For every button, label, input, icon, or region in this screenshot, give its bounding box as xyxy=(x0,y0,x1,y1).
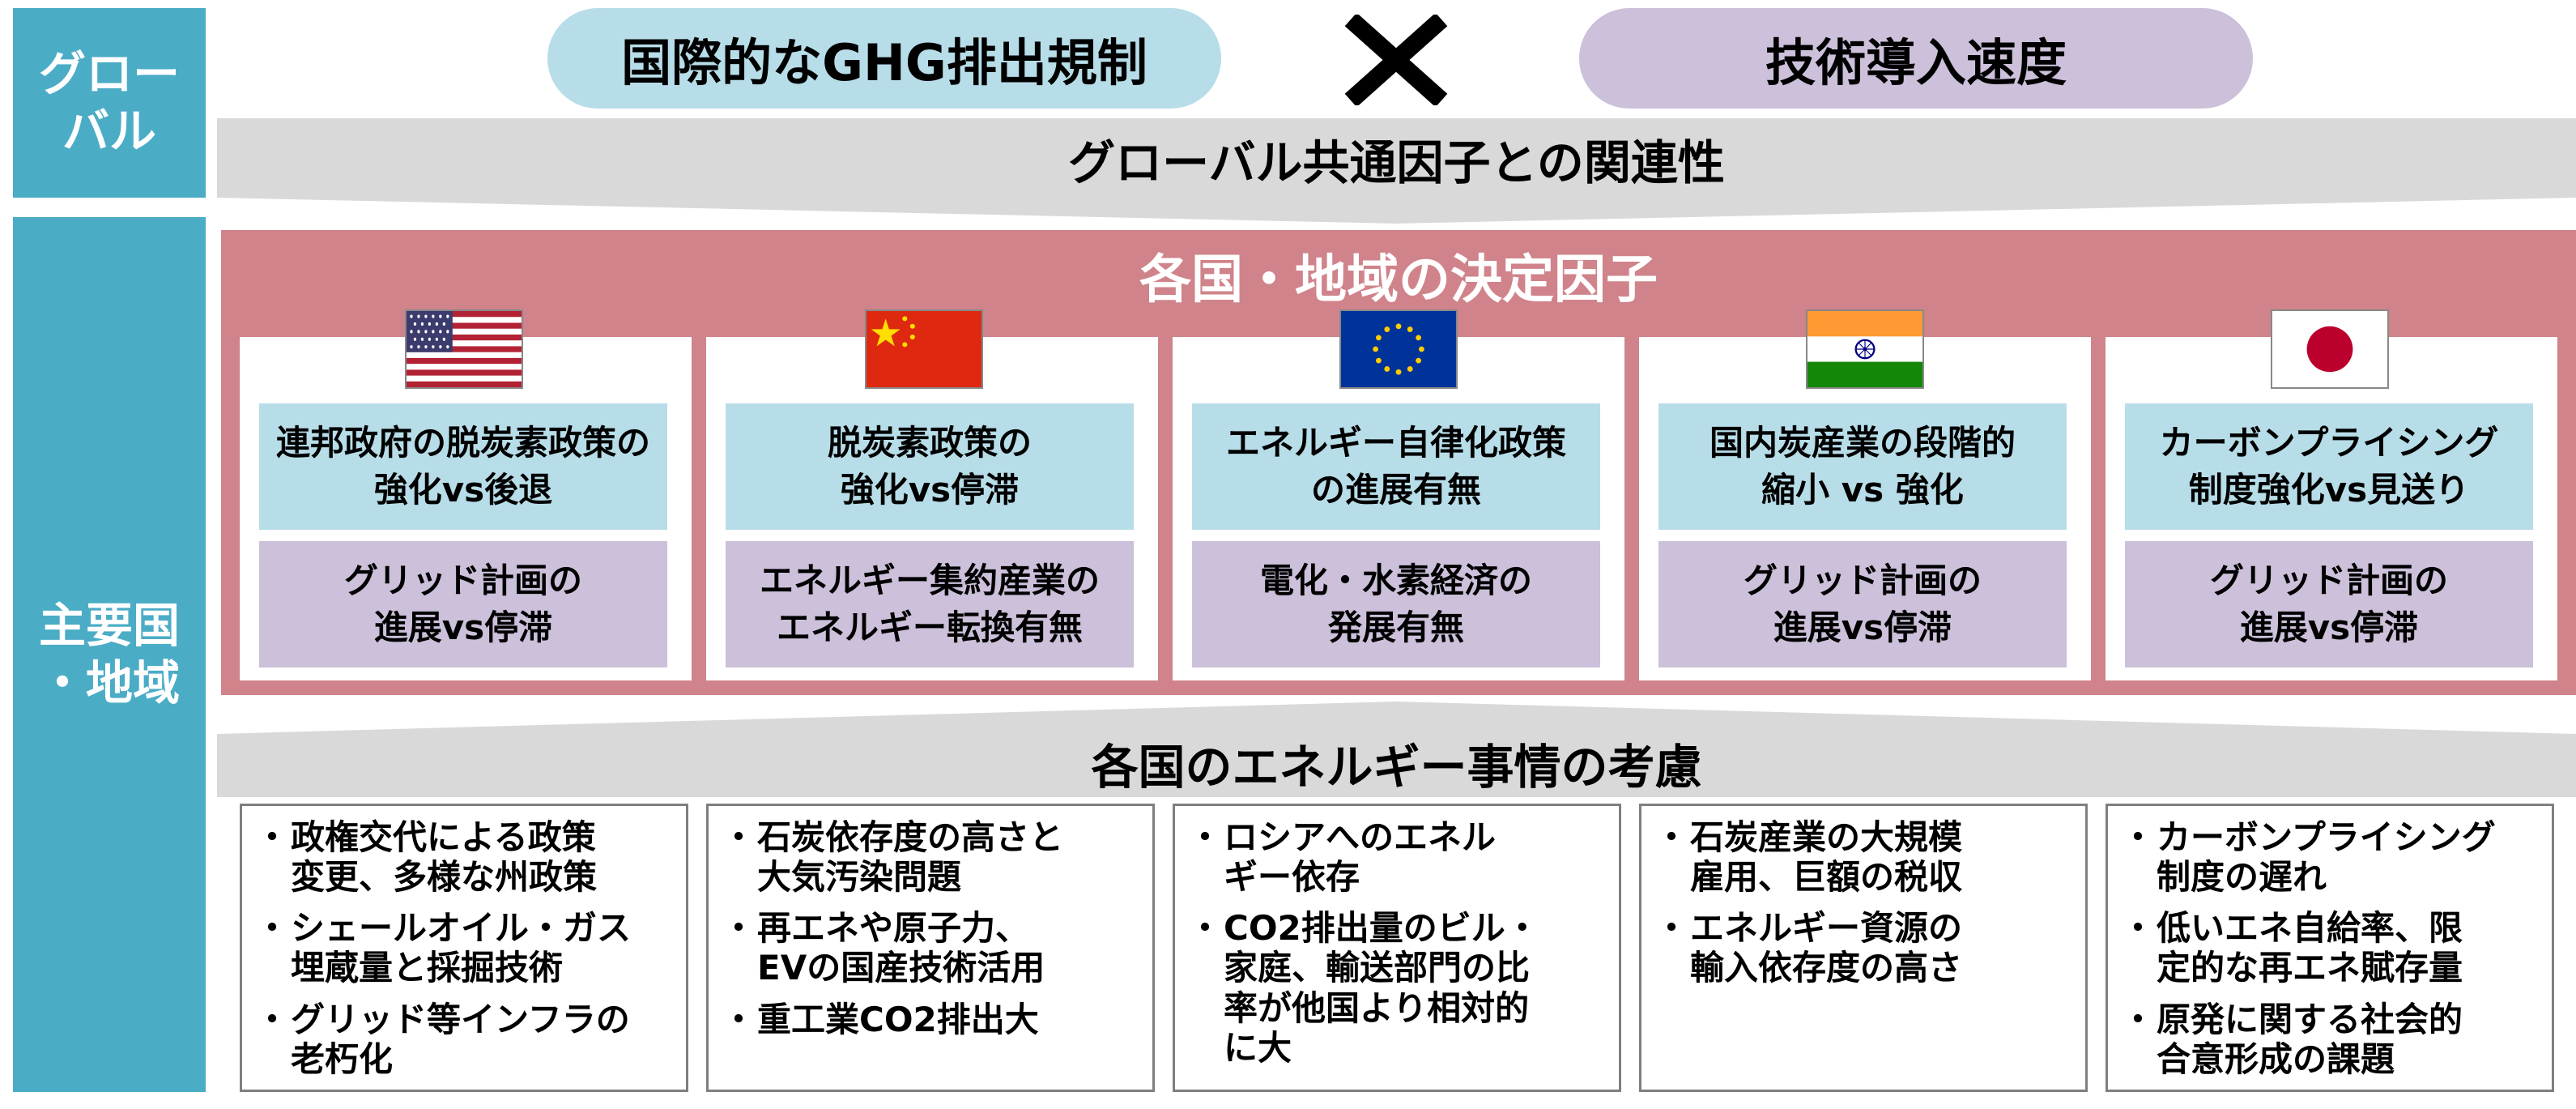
list-item: エネルギー資源の 輸入依存度の高さ xyxy=(1654,908,2074,987)
energy-notes-india: 石炭産業の大規模 雇用、巨額の税収 エネルギー資源の 輸入依存度の高さ xyxy=(1639,804,2088,1092)
china-flag-icon xyxy=(865,309,983,389)
list-item: 原発に関する社会的 合意形成の課題 xyxy=(2121,1000,2540,1079)
ghg-regulation-pill: 国際的なGHG排出規制 xyxy=(547,8,1221,109)
list-item: 再エネや原子力、 EVの国産技術活用 xyxy=(722,908,1141,987)
energy-notes-us: 政権交代による政策 変更、多様な州政策 シェールオイル・ガス 埋蔵量と採掘技術 … xyxy=(240,804,688,1092)
policy-factor-box: 脱炭素政策の 強化vs停滞 xyxy=(726,403,1134,530)
region-determinants-title: 各国・地域の決定因子 xyxy=(1139,250,1658,310)
infra-factor-box: グリッド計画の 進展vs停滞 xyxy=(1658,541,2067,668)
list-item: シェールオイル・ガス 埋蔵量と採掘技術 xyxy=(255,908,675,987)
list-item: 石炭産業の大規模 雇用、巨額の税収 xyxy=(1654,817,2074,897)
tech-adoption-pill: 技術導入速度 xyxy=(1579,8,2253,109)
policy-factor-box: カーボンプライシング 制度強化vs見送り xyxy=(2125,403,2533,530)
list-item: グリッド等インフラの 老朽化 xyxy=(255,1000,675,1079)
list-item: 低いエネ自給率、限 定的な再エネ賦存量 xyxy=(2121,908,2540,987)
policy-factor-box: エネルギー自律化政策 の進展有無 xyxy=(1192,403,1600,530)
japan-flag-icon xyxy=(2271,309,2389,389)
energy-context-chevron xyxy=(217,702,2576,797)
infra-factor-box: 電化・水素経済の 発展有無 xyxy=(1192,541,1600,668)
global-side-label: グロー バル xyxy=(13,8,206,198)
policy-factor-box: 国内炭産業の段階的 縮小 vs 強化 xyxy=(1658,403,2067,530)
global-relation-chevron xyxy=(217,118,2576,224)
cross-icon xyxy=(1344,12,1448,108)
list-item: CO2排出量のビル・ 家庭、輸送部門の比 率が他国より相対的 に大 xyxy=(1188,908,1607,1068)
list-item: 石炭依存度の高さと 大気汚染問題 xyxy=(722,817,1141,897)
energy-notes-china: 石炭依存度の高さと 大気汚染問題 再エネや原子力、 EVの国産技術活用 重工業C… xyxy=(706,804,1155,1092)
list-item: 政権交代による政策 変更、多様な州政策 xyxy=(255,817,675,897)
eu-flag-icon xyxy=(1339,309,1458,389)
us-flag-icon xyxy=(405,309,523,389)
infra-factor-box: エネルギー集約産業の エネルギー転換有無 xyxy=(726,541,1134,668)
energy-notes-eu: ロシアへのエネル ギー依存 CO2排出量のビル・ 家庭、輸送部門の比 率が他国よ… xyxy=(1173,804,1621,1092)
list-item: 重工業CO2排出大 xyxy=(722,1000,1141,1039)
infra-factor-box: グリッド計画の 進展vs停滞 xyxy=(2125,541,2533,668)
infra-factor-box: グリッド計画の 進展vs停滞 xyxy=(259,541,667,668)
list-item: カーボンプライシング 制度の遅れ xyxy=(2121,817,2540,897)
policy-factor-box: 連邦政府の脱炭素政策の 強化vs後退 xyxy=(259,403,667,530)
regional-side-label: 主要国 ・地域 xyxy=(13,217,206,1092)
india-flag-icon xyxy=(1806,309,1924,389)
energy-context-title: 各国のエネルギー事情の考慮 xyxy=(1091,740,1702,795)
list-item: ロシアへのエネル ギー依存 xyxy=(1188,817,1607,897)
energy-notes-japan: カーボンプライシング 制度の遅れ 低いエネ自給率、限 定的な再エネ賦存量 原発に… xyxy=(2106,804,2554,1092)
global-relation-title: グローバル共通因子との関連性 xyxy=(1068,135,1725,190)
